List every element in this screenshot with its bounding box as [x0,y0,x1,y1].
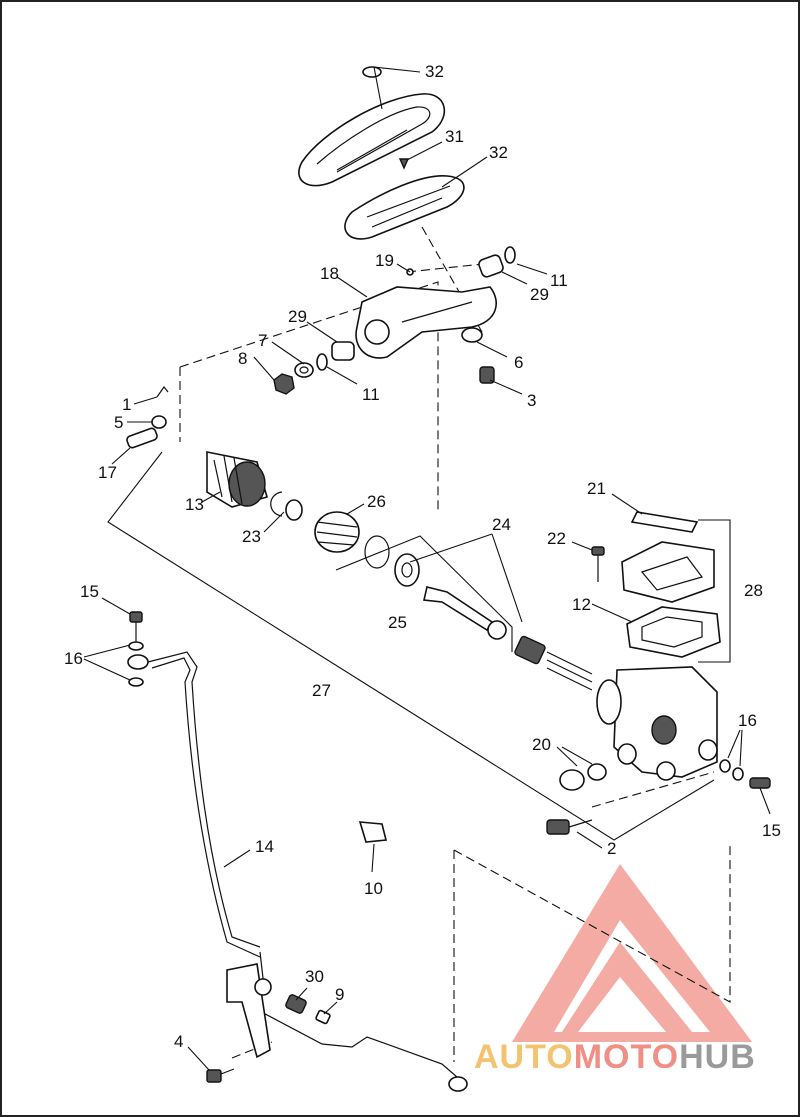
callout-14: 14 [255,837,274,856]
retaining-ring-23 [270,491,303,521]
callout-16-left: 16 [64,649,83,668]
clevis-pin-17 [126,427,158,449]
washer-5 [151,415,167,429]
footboard-pad-lower [344,175,465,240]
gasket-21 [630,511,699,533]
connector-9 [315,1009,331,1025]
snap-ring-24 [364,535,390,569]
callout-15-left: 15 [80,582,99,601]
callout-29-lower: 29 [288,307,307,326]
callout-13: 13 [185,495,204,514]
callout-18: 18 [320,264,339,283]
brand-hub: HUB [679,1038,756,1076]
bolt-2 [546,819,593,835]
callout-24: 24 [492,515,511,534]
callout-30: 30 [305,967,324,986]
clip-10 [358,821,388,843]
brand-auto: AUTO [474,1038,574,1076]
callout-4: 4 [174,1032,183,1051]
callout-31: 31 [445,127,464,146]
callout-16-right: 16 [738,711,757,730]
brand-moto: MOTO [573,1038,680,1076]
washers-16-left [128,641,144,687]
leader-lines [83,66,771,1071]
callout-32-top: 32 [425,62,444,81]
footboard-pad-upper [298,66,446,187]
bolt-4 [206,1068,235,1083]
banjo-bolt-15-left [129,611,143,642]
callout-20: 20 [532,735,551,754]
pushrod-25 [423,586,507,640]
brake-pedal-bracket [355,268,498,359]
reservoir-cover [621,541,715,603]
bushing-29-lower [316,341,355,371]
callout-25: 25 [388,613,407,632]
nut-8 [273,373,295,395]
watermark-logo-triangle [512,864,752,1042]
switch-30 [285,994,307,1014]
callout-8: 8 [238,349,247,368]
bushing-29-upper [478,246,516,278]
callout-7: 7 [258,331,267,350]
callout-10: 10 [364,879,383,898]
rubber-boot-13 [206,451,268,508]
piston-assembly-24 [514,635,593,691]
callout-19: 19 [375,251,394,270]
washer-6 [461,327,483,343]
washers-16-right [719,759,744,781]
callout-27: 27 [312,681,331,700]
gasket-12 [626,606,721,658]
callout-3: 3 [527,391,536,410]
callout-12: 12 [572,595,591,614]
callout-9: 9 [335,985,344,1004]
bolt-3 [479,366,495,384]
callout-22: 22 [547,529,566,548]
screw-22 [591,546,605,582]
cotter-pin-1 [156,385,169,398]
callout-6: 6 [514,353,523,372]
banjo-fitting-left [127,654,149,670]
callout-28: 28 [744,581,763,600]
callout-29-upper: 29 [530,285,549,304]
callout-32-lower: 32 [489,143,508,162]
callout-17: 17 [98,463,117,482]
spring-26 [314,511,360,553]
banjo-bolt-15-right [749,777,771,789]
callout-26: 26 [367,492,386,511]
washer-7 [294,362,314,378]
callout-11-upper: 11 [550,271,568,290]
callout-labels: 32 31 32 19 18 11 29 29 7 8 11 6 3 1 5 1… [64,62,781,1051]
callout-1: 1 [122,395,131,414]
callout-21: 21 [587,479,606,498]
screw-31 [398,158,410,170]
callout-11-lower: 11 [362,385,380,404]
bracket-lower [226,963,272,1059]
callout-5: 5 [114,413,123,432]
callout-2: 2 [607,839,616,858]
callout-23: 23 [242,527,261,546]
washer-24 [394,553,420,587]
assembly-lines [107,226,731,1062]
callout-15-right: 15 [762,821,781,840]
master-cylinder-body [596,666,718,781]
plug-20 [559,763,607,791]
watermark-brand-text: AUTOMOTOHUB [474,1038,756,1077]
